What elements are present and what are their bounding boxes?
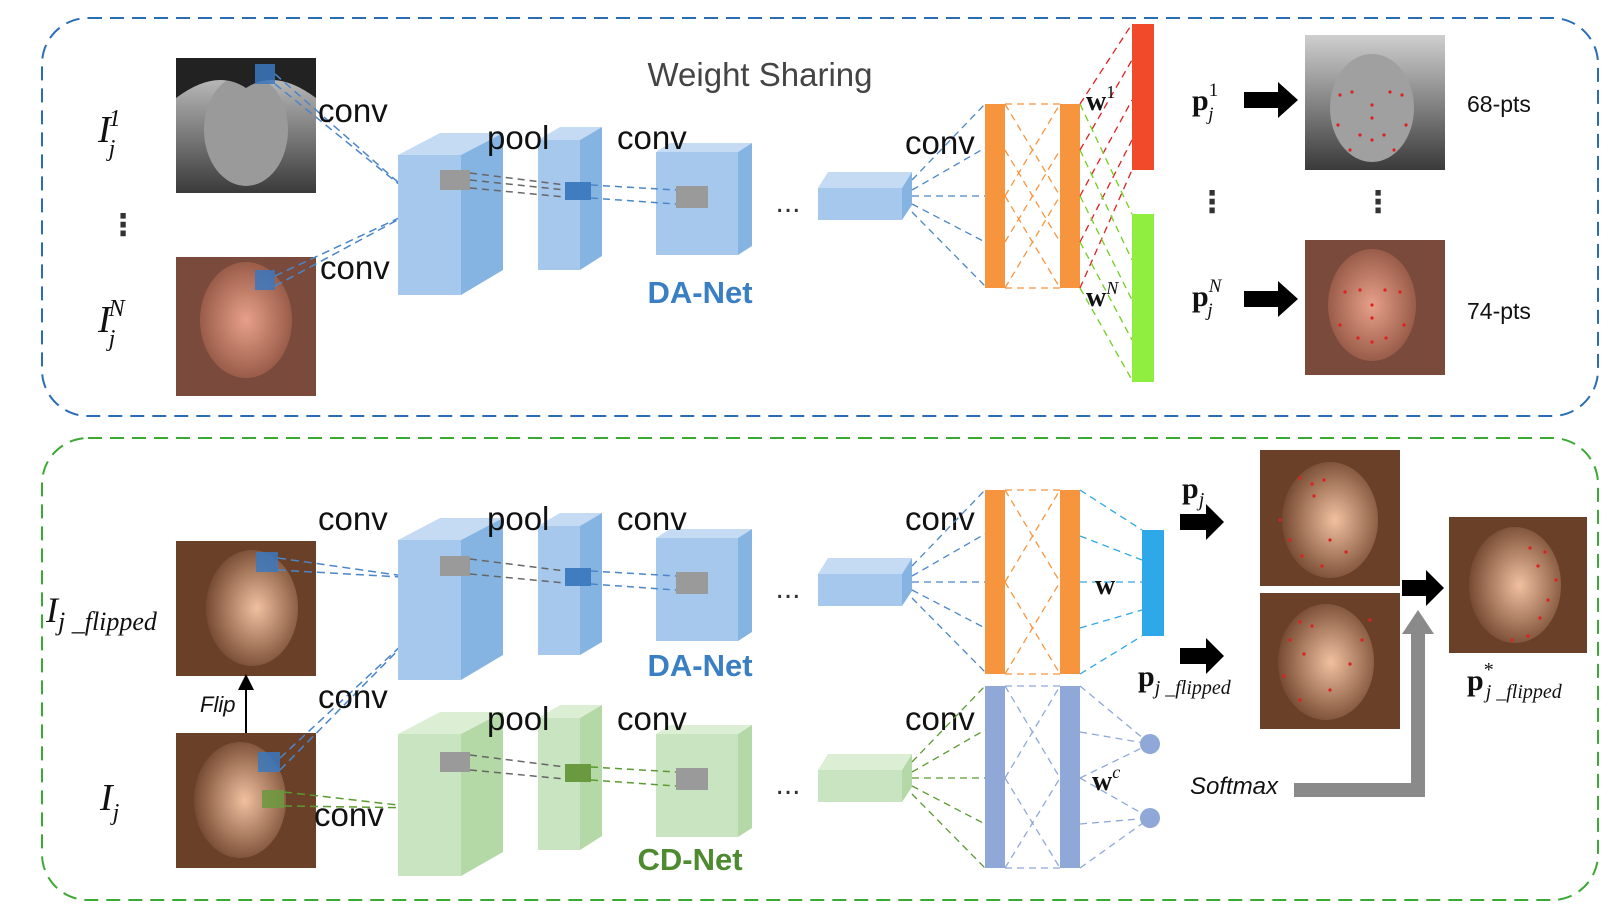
softmax-label: Softmax <box>1190 773 1279 800</box>
arrow-fusion <box>1402 570 1444 606</box>
pts-74-label: 74-pts <box>1467 298 1531 324</box>
final-output-label: p*j _flipped <box>1467 659 1563 703</box>
weight-sharing-title: Weight Sharing <box>647 56 872 93</box>
bottom-pool-label-bottom: pool <box>487 700 549 737</box>
bottom-da-fc-between-lines <box>1004 489 1061 675</box>
bottom-da-output-head <box>1142 530 1164 636</box>
bottom-conv-label-c: conv <box>314 796 384 833</box>
results-vertical-ellipsis: ⋮ <box>1363 186 1393 219</box>
bottom-conv-fc-label-bottom: conv <box>905 700 975 737</box>
bottom-panel: Ij _flipped Ij Flip conv conv conv <box>41 437 1599 901</box>
outputs-vertical-ellipsis: ⋮ <box>1197 186 1227 219</box>
arrow-output-1 <box>1244 82 1298 118</box>
softmax-arrow-head <box>1402 610 1434 634</box>
bottom-cd-ellipsis: ... <box>775 768 800 801</box>
face-image-color-man <box>176 257 316 396</box>
bottom-cd-fc-layer-2 <box>1060 686 1080 868</box>
bottom-panel-border <box>41 437 1599 901</box>
cd-net-label: CD-Net <box>637 842 742 877</box>
final-face-profile <box>1449 517 1587 653</box>
weights-n-label: wN <box>1086 278 1119 313</box>
top-panel-border <box>41 17 1599 417</box>
bottom-da-fc-layer-2 <box>1060 490 1080 674</box>
bottom-cd-fc-input-lines <box>911 685 986 869</box>
top-output-head-n <box>1132 214 1154 382</box>
arrow-output-n <box>1244 281 1298 317</box>
bottom-conv-label-a: conv <box>318 500 388 537</box>
face-image-gray <box>176 58 316 193</box>
output-label: pj <box>1182 472 1205 511</box>
flip-label: Flip <box>200 692 235 717</box>
weights-1-label: w1 <box>1086 82 1115 117</box>
top-conv-label-d: conv <box>905 124 975 161</box>
result-face-color-man <box>1305 240 1445 375</box>
arrow-output <box>1180 504 1224 540</box>
bottom-input-conv-lines <box>277 557 419 771</box>
bottom-cd-fc-layer-1 <box>985 686 1005 868</box>
top-conv-label-a: conv <box>318 92 388 129</box>
bottom-cd-fc-between-lines <box>1004 685 1151 869</box>
bottom-conv-label-b: conv <box>318 678 388 715</box>
bottom-conv-label-bottom: conv <box>617 700 687 737</box>
top-input-conv-lines <box>274 73 417 287</box>
top-horizontal-ellipsis: ... <box>775 186 800 219</box>
bottom-cd-net-blocks <box>398 705 912 876</box>
bottom-pool-label-top: pool <box>487 500 549 537</box>
inputs-vertical-ellipsis: ⋮ <box>108 209 138 242</box>
bottom-da-block-lines <box>469 558 677 591</box>
bottom-conv-label-top: conv <box>617 500 687 537</box>
output-flipped-label: pj _flipped <box>1138 660 1232 699</box>
face-image-flipped <box>176 541 316 676</box>
bottom-da-fc-input-lines <box>911 489 986 673</box>
top-conv-label-b: conv <box>320 249 390 286</box>
input-flipped-label: Ij _flipped <box>45 590 158 636</box>
bottom-conv-fc-label-top: conv <box>905 500 975 537</box>
result-face-gray <box>1305 35 1445 170</box>
top-fc-between-lines <box>1004 103 1061 289</box>
top-da-net-blocks <box>398 127 912 295</box>
bottom-cd-block-lines <box>469 754 677 787</box>
weights-c-label: wc <box>1092 762 1120 797</box>
top-fc-layer-1 <box>985 104 1005 288</box>
bottom-da-ellipsis: ... <box>775 572 800 605</box>
arrow-output-flipped <box>1180 638 1224 674</box>
pts-68-label: 68-pts <box>1467 91 1531 117</box>
cd-output-node-2 <box>1140 808 1160 828</box>
weights-label: w <box>1095 570 1116 601</box>
top-fc-layer-2 <box>1060 104 1080 288</box>
input-label: Ij <box>99 777 120 826</box>
bottom-da-net-label: DA-Net <box>647 648 752 683</box>
result-face-profile-2 <box>1260 593 1400 729</box>
top-head-1-lines <box>1079 23 1133 289</box>
bottom-da-head-lines <box>1079 489 1143 675</box>
face-image-original <box>176 733 316 868</box>
top-head-n-lines <box>1079 103 1133 381</box>
result-face-profile-1 <box>1260 450 1400 586</box>
top-conv-label-c: conv <box>617 119 687 156</box>
top-fc-input-lines <box>911 103 986 287</box>
top-output-head-1 <box>1132 24 1154 170</box>
top-block-lines <box>469 172 677 205</box>
cd-output-node-1 <box>1140 734 1160 754</box>
bottom-da-fc-layer-1 <box>985 490 1005 674</box>
top-da-net-label: DA-Net <box>647 275 752 310</box>
top-pool-label: pool <box>487 119 549 156</box>
softmax-arrow <box>1294 630 1425 797</box>
